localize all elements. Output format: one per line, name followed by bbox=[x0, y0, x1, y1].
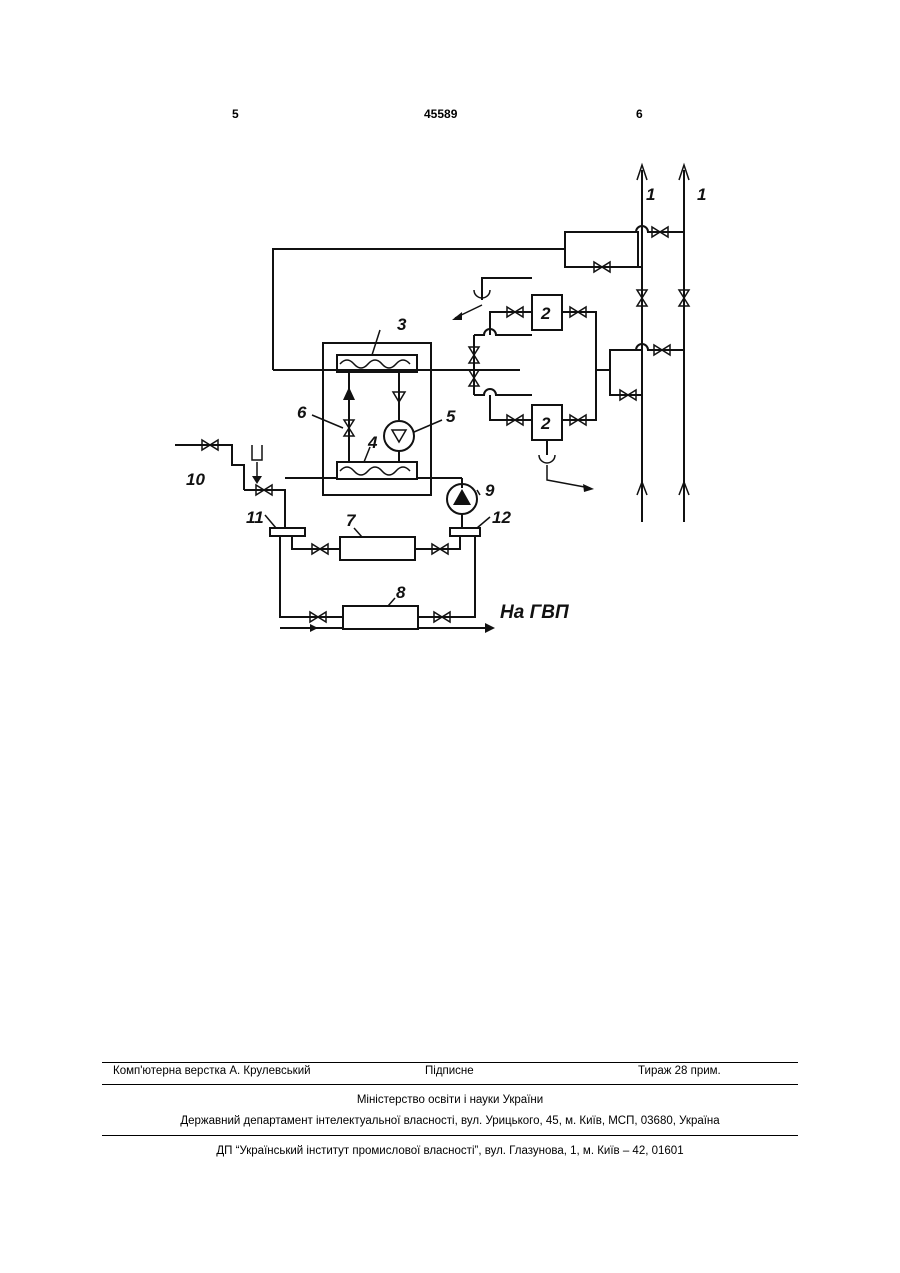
page-number-left: 5 bbox=[232, 107, 239, 121]
page-number-right: 6 bbox=[636, 107, 643, 121]
secondary-circuit bbox=[175, 440, 495, 633]
label-10: 10 bbox=[186, 470, 205, 489]
heat-pump-unit bbox=[312, 330, 442, 495]
label-hot-water: На ГВП bbox=[500, 602, 569, 623]
footer-signed: Підписне bbox=[425, 1065, 474, 1077]
footer-layout-credit: Комп'ютерна верстка А. Крулевський bbox=[113, 1065, 311, 1077]
label-2a: 2 bbox=[540, 304, 551, 323]
footer-institute: ДП “Український інститут промислової вла… bbox=[0, 1145, 900, 1157]
label-8: 8 bbox=[396, 583, 406, 602]
label-4: 4 bbox=[367, 433, 378, 452]
footer-rule-middle bbox=[102, 1084, 798, 1085]
label-9: 9 bbox=[485, 481, 495, 500]
label-12: 12 bbox=[492, 508, 511, 527]
label-5: 5 bbox=[446, 407, 456, 426]
label-11: 11 bbox=[246, 508, 264, 527]
label-6: 6 bbox=[297, 403, 307, 422]
footer-ministry: Міністерство освіти і науки України bbox=[0, 1094, 900, 1106]
label-3: 3 bbox=[397, 315, 407, 334]
label-7: 7 bbox=[346, 511, 357, 530]
footer-print-run: Тираж 28 прим. bbox=[638, 1065, 721, 1077]
footer-rule-top bbox=[102, 1062, 798, 1063]
heating-schematic-figure: 1 1 2 2 3 4 5 6 7 8 9 10 11 12 На ГВП bbox=[165, 140, 715, 655]
heat-units-branch bbox=[452, 278, 684, 492]
label-1a: 1 bbox=[646, 185, 655, 204]
riser-pipes bbox=[637, 165, 689, 522]
patent-number: 45589 bbox=[424, 107, 457, 121]
label-2b: 2 bbox=[540, 414, 551, 433]
label-1b: 1 bbox=[697, 185, 706, 204]
footer-department: Державний департамент інтелектуальної вл… bbox=[0, 1115, 900, 1127]
footer-rule-bottom bbox=[102, 1135, 798, 1136]
